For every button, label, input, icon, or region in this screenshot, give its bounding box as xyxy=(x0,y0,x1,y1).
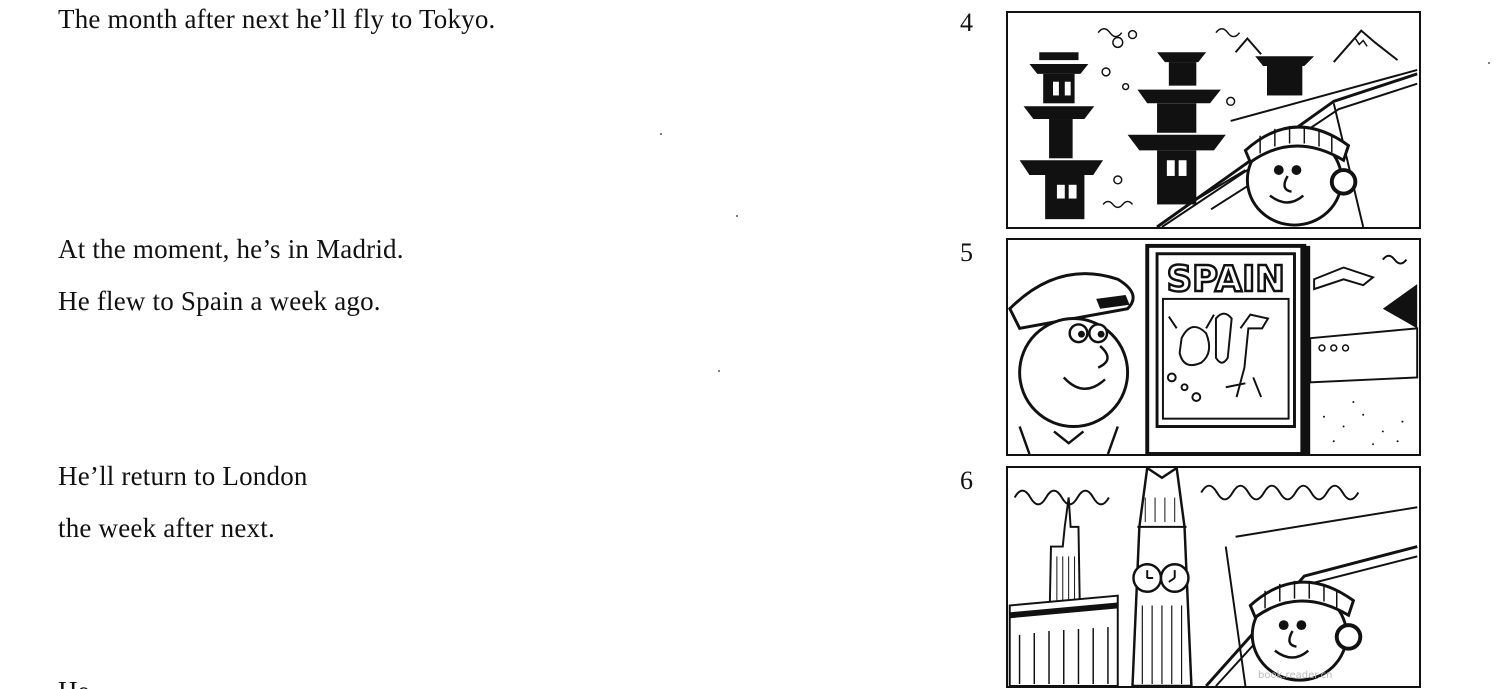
cartoon-panel-london xyxy=(1006,466,1421,688)
sentence-line: He flew to Spain a week ago. xyxy=(58,286,381,316)
panel-number: 4 xyxy=(960,8,973,37)
cartoon-panel-madrid: SPAIN xyxy=(1006,238,1421,456)
cut-off-text-line: He xyxy=(58,676,89,689)
pilot-over-tokyo-illustration xyxy=(1019,27,1418,227)
poster-spain-text: SPAIN xyxy=(1167,259,1285,300)
sentence-madrid: At the moment, he’s in Madrid. He flew t… xyxy=(58,223,404,327)
sentence-tokyo: The month after next he’ll fly to Tokyo. xyxy=(58,0,496,45)
scan-speck xyxy=(1488,62,1490,64)
pilot-at-madrid-illustration: SPAIN xyxy=(1008,243,1419,454)
pilot-over-london-illustration xyxy=(1008,468,1418,686)
scan-speck xyxy=(718,370,720,372)
cartoon-panel-tokyo xyxy=(1006,11,1421,229)
watermark-text: book.reader.cn xyxy=(1258,670,1333,681)
sentence-line: the week after next. xyxy=(58,513,275,543)
scan-speck xyxy=(660,133,662,135)
scan-speck xyxy=(736,215,738,217)
panel-number: 5 xyxy=(960,238,973,267)
sentence-line: The month after next he’ll fly to Tokyo. xyxy=(58,4,496,34)
sentence-line: At the moment, he’s in Madrid. xyxy=(58,234,404,264)
sentence-line: He’ll return to London xyxy=(58,461,308,491)
sentence-london: He’ll return to London the week after ne… xyxy=(58,450,308,554)
panel-number: 6 xyxy=(960,466,973,495)
